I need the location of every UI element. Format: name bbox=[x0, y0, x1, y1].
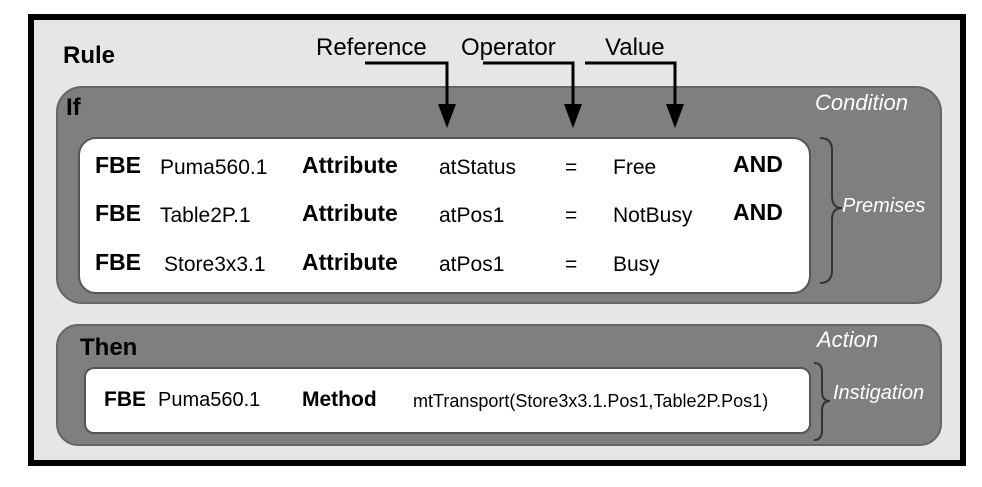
premise-conjunction: AND bbox=[733, 151, 783, 177]
header-reference: Reference bbox=[316, 34, 427, 61]
header-value: Value bbox=[605, 34, 665, 61]
condition-label: Condition bbox=[815, 90, 908, 115]
premise-value: NotBusy bbox=[613, 204, 693, 227]
header-operator: Operator bbox=[461, 34, 556, 61]
operator-arrow-line bbox=[483, 61, 575, 110]
premise-kind: Attribute bbox=[302, 249, 398, 275]
premise-value: Busy bbox=[613, 253, 660, 276]
premises-brace bbox=[819, 137, 843, 284]
action-object: Puma560.1 bbox=[158, 389, 261, 411]
premise-reference: atPos1 bbox=[439, 253, 505, 276]
premise-object: Puma560.1 bbox=[160, 156, 268, 179]
premise-object: Store3x3.1 bbox=[164, 253, 266, 276]
instigation-brace bbox=[813, 362, 831, 441]
operator-arrowhead bbox=[564, 104, 582, 128]
action-kind: Method bbox=[302, 388, 377, 411]
if-label: If bbox=[66, 94, 81, 121]
premise-operator: = bbox=[565, 204, 578, 227]
premise-operator: = bbox=[565, 253, 578, 276]
premise-type: FBE bbox=[95, 152, 141, 178]
instigation-box bbox=[84, 367, 811, 434]
premise-kind: Attribute bbox=[302, 200, 398, 226]
reference-arrowhead bbox=[438, 104, 456, 128]
premise-operator: = bbox=[565, 156, 578, 179]
action-type: FBE bbox=[104, 388, 146, 411]
premises-box bbox=[78, 137, 811, 294]
premise-object: Table2P.1 bbox=[160, 204, 251, 227]
instigation-label: Instigation bbox=[833, 382, 925, 404]
action-call: mtTransport(Store3x3.1.Pos1,Table2P.Pos1… bbox=[413, 391, 769, 411]
premise-reference: atPos1 bbox=[439, 204, 505, 227]
premise-value: Free bbox=[613, 156, 657, 179]
then-label: Then bbox=[80, 334, 138, 361]
action-label: Action bbox=[817, 327, 879, 352]
value-arrow-line bbox=[585, 61, 677, 110]
rule-title: Rule bbox=[63, 42, 116, 69]
premise-type: FBE bbox=[95, 200, 141, 226]
value-arrowhead bbox=[666, 104, 684, 128]
premise-reference: atStatus bbox=[439, 156, 517, 179]
premise-type: FBE bbox=[95, 249, 141, 275]
premise-conjunction: AND bbox=[733, 199, 783, 225]
reference-arrow-line bbox=[365, 61, 449, 110]
premises-label: Premises bbox=[842, 195, 926, 217]
premise-kind: Attribute bbox=[302, 152, 398, 178]
